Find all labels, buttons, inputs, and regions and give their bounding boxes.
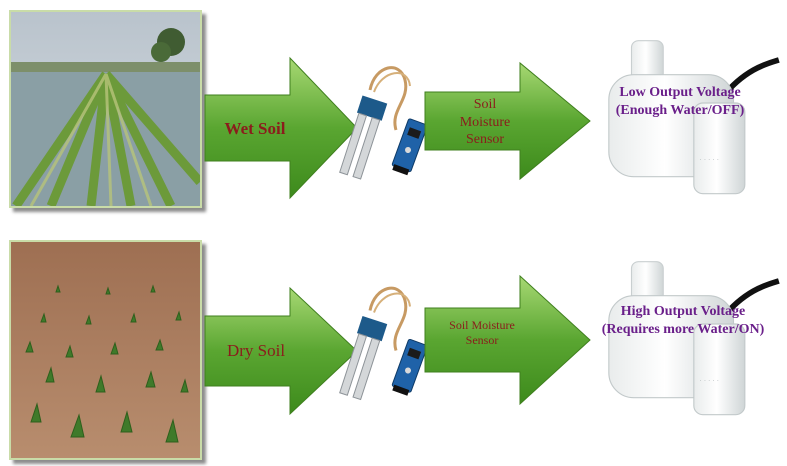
output-label-top: Low Output Voltage (Enough Water/OFF) [585,84,775,119]
output-label-top-line1: Low Output Voltage [585,84,775,102]
output-label-bottom-line2: (Requires more Water/ON) [583,321,783,339]
water-pump-icon [609,262,779,415]
dry-row-graphics [0,236,787,466]
sensor-label-bottom: Soil Moisture Sensor [436,318,528,348]
wet-soil-label: Wet Soil [210,118,300,139]
dry-soil-label: Dry Soil [212,340,300,361]
output-label-bottom: High Output Voltage (Requires more Water… [583,303,783,338]
soil-moisture-sensor-icon [338,288,428,400]
output-label-bottom-line1: High Output Voltage [583,303,783,321]
sensor-label-top: Soil Moisture Sensor [440,96,530,149]
output-label-top-line2: (Enough Water/OFF) [585,102,775,120]
